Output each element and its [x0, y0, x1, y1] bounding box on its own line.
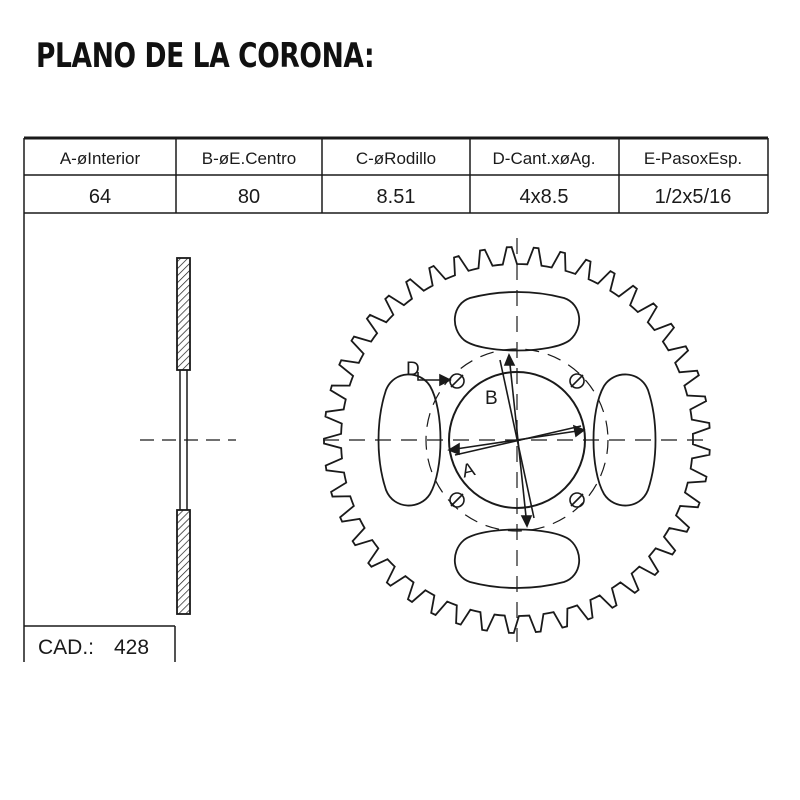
spec-table-values: 64 80 8.51 4x8.5 1/2x5/16	[89, 186, 731, 208]
page-title: PLANO DE LA CORONA:	[36, 36, 375, 76]
sprocket-teeth-outline	[323, 246, 711, 634]
bolt-hole	[449, 373, 465, 389]
cad-value: 428	[114, 636, 149, 659]
cutout-right	[592, 373, 657, 507]
header-cell-interior: A-øInterior	[60, 149, 141, 168]
header-cell-paso: E-PasoxEsp.	[644, 149, 742, 168]
spec-table-headers: A-øInterior B-øE.Centro C-øRodillo D-Can…	[60, 149, 742, 168]
drawing-frame	[23, 213, 176, 662]
section-upper-hatch	[176, 257, 191, 371]
cutout-bottom	[454, 528, 580, 589]
value-cell-agujeros: 4x8.5	[520, 186, 569, 208]
side-section-view	[140, 257, 236, 615]
dimension-lines	[417, 353, 586, 528]
header-cell-centro: B-øE.Centro	[202, 149, 296, 168]
callout-label-b: B	[485, 388, 498, 409]
cutout-left	[377, 373, 442, 507]
value-cell-rodillo: 8.51	[377, 186, 416, 208]
value-cell-interior: 64	[89, 186, 111, 208]
bolt-hole	[569, 373, 585, 389]
bolt-circle	[425, 348, 609, 532]
callout-label-d: D	[406, 359, 420, 380]
sprocket-front-view: D B A	[323, 238, 712, 642]
value-cell-centro: 80	[238, 186, 260, 208]
inner-bore	[448, 371, 586, 509]
bolt-hole	[569, 492, 585, 508]
bolt-hole	[449, 492, 465, 508]
section-lower-hatch	[176, 509, 191, 615]
header-cell-rodillo: C-øRodillo	[356, 149, 436, 168]
cad-label: CAD.:	[38, 636, 94, 659]
header-cell-agujeros: D-Cant.xøAg.	[493, 149, 596, 168]
spec-table	[23, 136, 769, 214]
value-cell-paso: 1/2x5/16	[655, 186, 732, 208]
bolt-holes	[449, 373, 585, 508]
cutout-top	[454, 291, 580, 352]
callout-label-a: A	[460, 459, 478, 483]
